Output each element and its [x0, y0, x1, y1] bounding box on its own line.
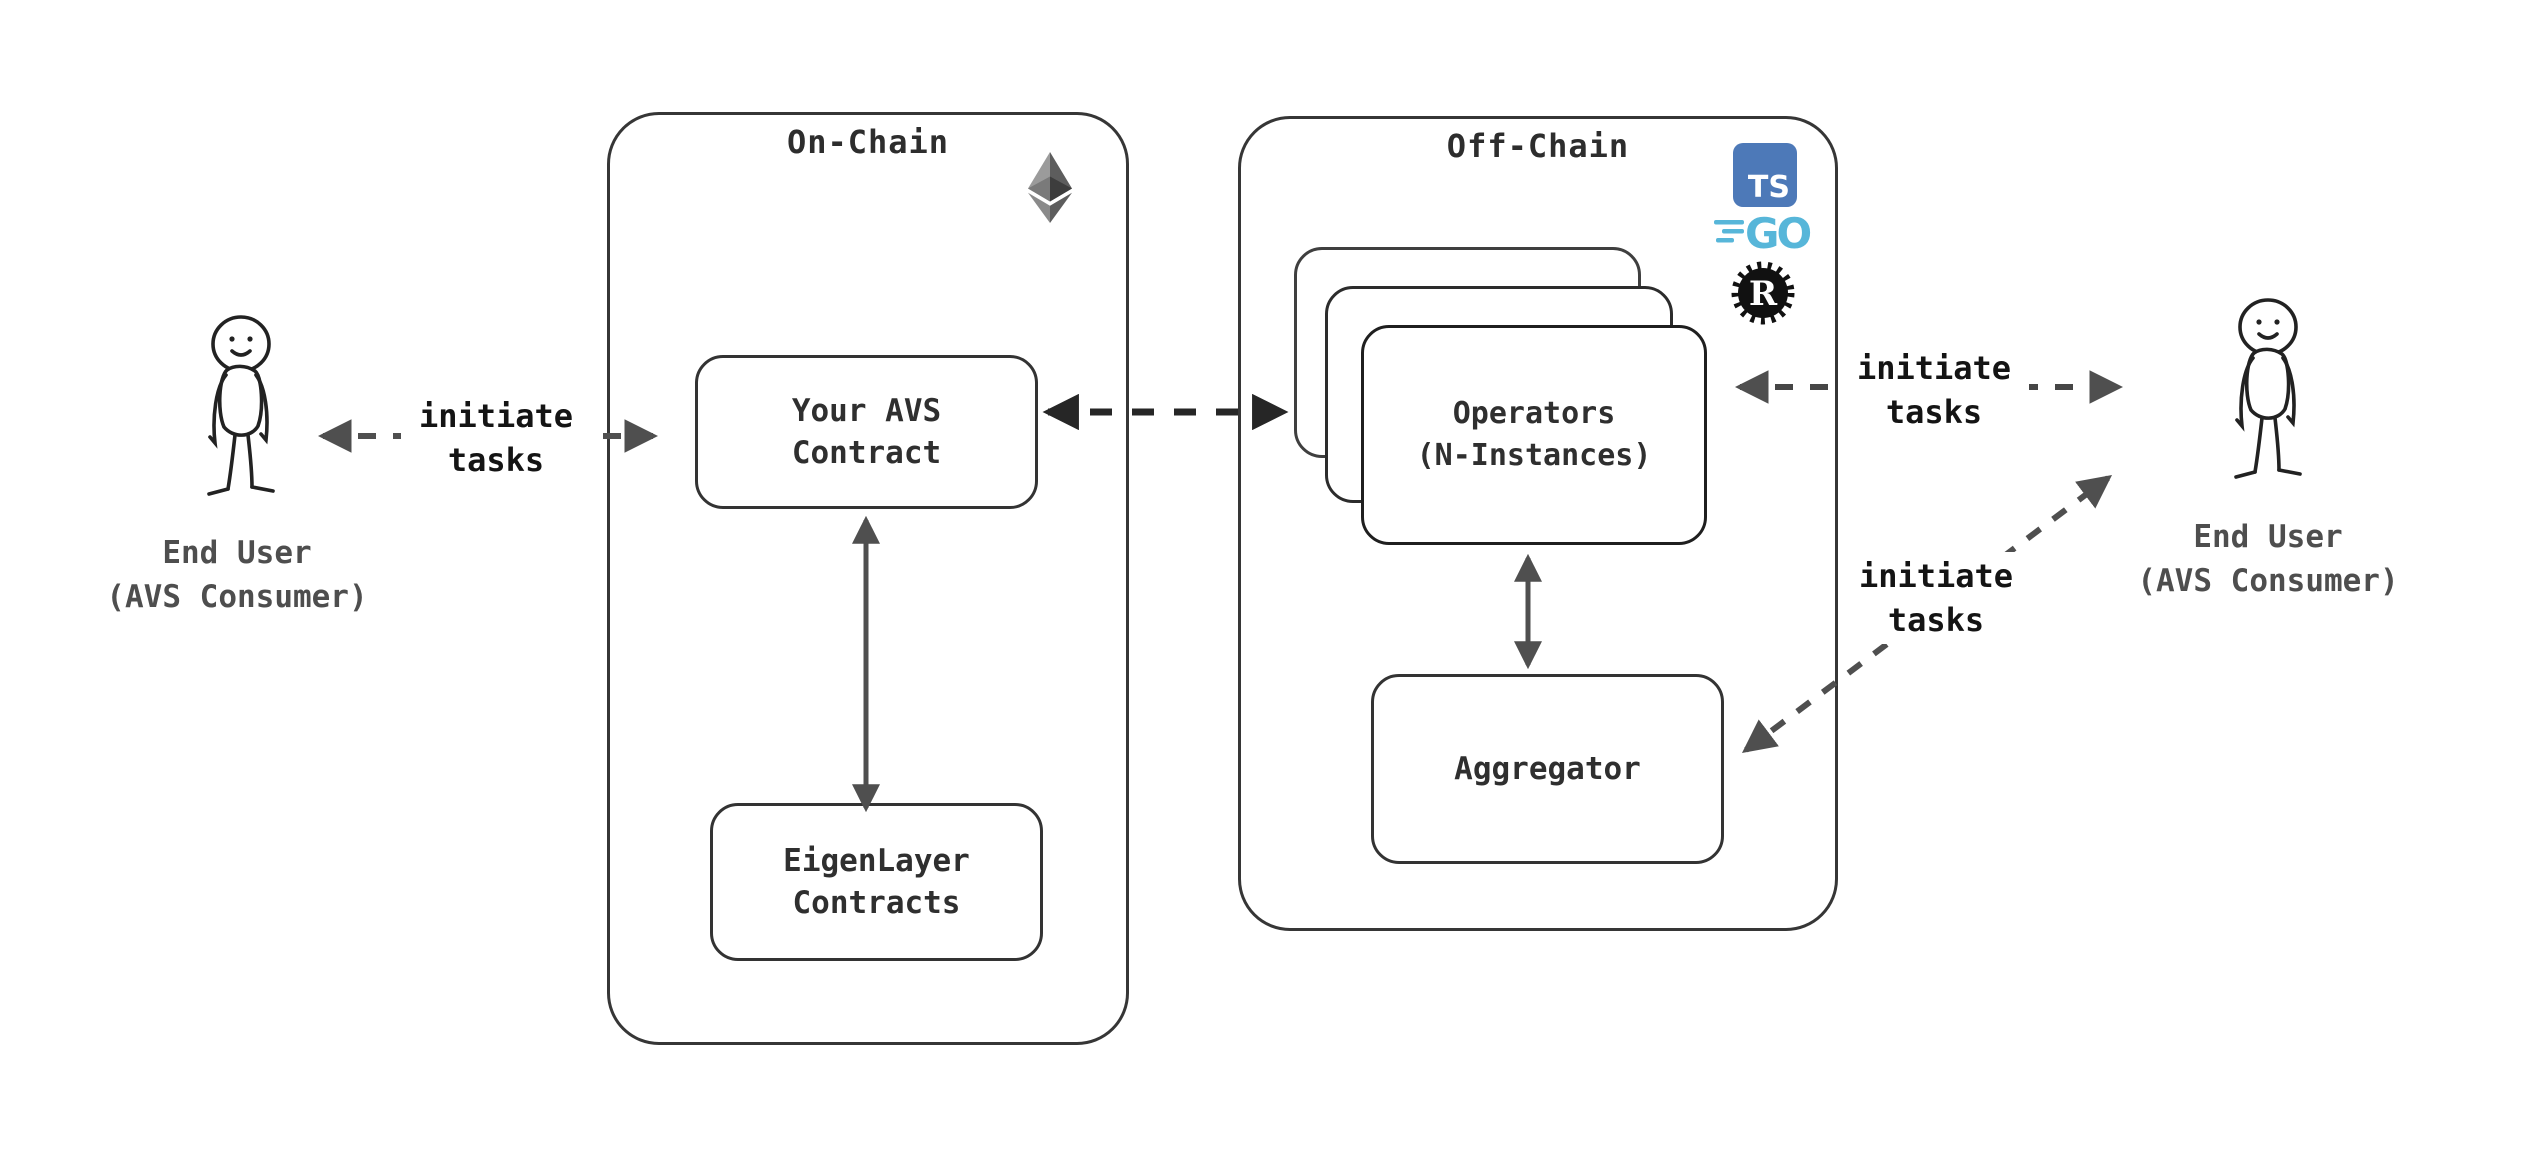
- right-end-user-subtitle: (AVS Consumer): [2137, 563, 2399, 599]
- edge-label-left-line2: tasks: [447, 441, 545, 479]
- svg-text:R: R: [1749, 274, 1778, 314]
- on-chain-title: On-Chain: [786, 123, 950, 161]
- left-end-user-name: End User: [162, 535, 312, 571]
- right-end-user-label: End User (AVS Consumer): [2088, 515, 2448, 603]
- eigenlayer-contracts-line1: EigenLayer: [783, 843, 970, 879]
- typescript-icon-label: TS: [1747, 170, 1790, 205]
- edge-label-right-top-line1: initiate: [1856, 349, 2012, 387]
- left-end-user-figure: [207, 315, 275, 496]
- off-chain-title: Off-Chain: [1446, 127, 1630, 165]
- on-chain-container: On-Chain: [607, 112, 1129, 1045]
- operators-line2: (N-Instances): [1416, 438, 1652, 473]
- edge-label-left-line1: initiate: [418, 397, 574, 435]
- edge-label-right-mid-line2: tasks: [1887, 601, 1985, 639]
- right-end-user-figure: [2234, 298, 2302, 479]
- edge-label-initiate-tasks-right-mid: initiate tasks: [1841, 552, 2031, 644]
- edge-label-initiate-tasks-left: initiate tasks: [401, 392, 591, 484]
- typescript-icon: TS: [1733, 143, 1797, 207]
- eigenlayer-contracts-line2: Contracts: [792, 885, 961, 921]
- operators-line1: Operators: [1452, 396, 1616, 431]
- edge-label-initiate-tasks-right-top: initiate tasks: [1839, 344, 2029, 436]
- your-avs-contract-box: Your AVS Contract: [695, 355, 1038, 509]
- left-end-user-subtitle: (AVS Consumer): [106, 579, 368, 615]
- your-avs-contract-line2: Contract: [791, 435, 942, 471]
- ethereum-icon: [1028, 152, 1072, 223]
- go-icon: GO: [1714, 209, 1813, 256]
- left-end-user-label: End User (AVS Consumer): [57, 531, 417, 619]
- svg-text:GO: GO: [1745, 209, 1810, 256]
- operators-box: Operators (N-Instances): [1361, 325, 1707, 545]
- aggregator-label: Aggregator: [1454, 751, 1641, 787]
- edge-label-right-top-line2: tasks: [1885, 393, 1983, 431]
- your-avs-contract-line1: Your AVS: [791, 393, 942, 429]
- aggregator-box: Aggregator: [1371, 674, 1724, 864]
- right-end-user-name: End User: [2193, 519, 2343, 555]
- rust-icon: R: [1731, 261, 1795, 325]
- edge-label-right-mid-line1: initiate: [1858, 557, 2014, 595]
